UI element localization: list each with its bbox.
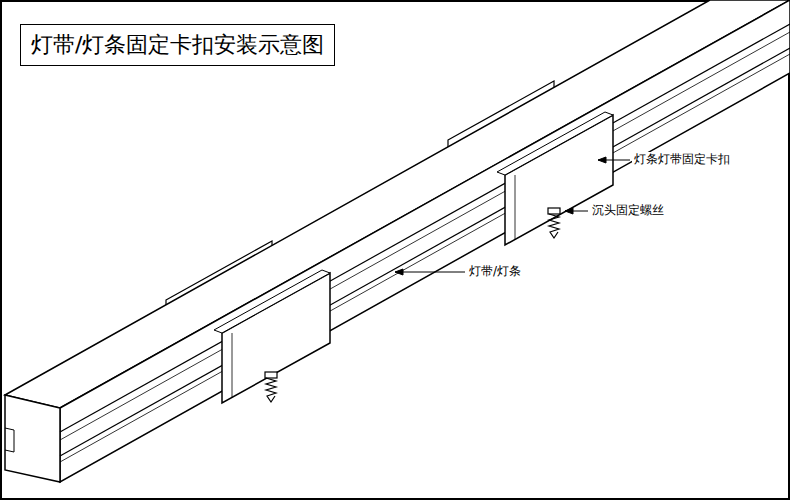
part-label: 沉头固定螺丝 (590, 203, 666, 218)
title-box: 灯带/灯条固定卡扣安装示意图 (20, 24, 335, 66)
part-label: 灯带/灯条 (467, 264, 523, 279)
part-label: 灯条灯带固定卡扣 (632, 152, 732, 167)
